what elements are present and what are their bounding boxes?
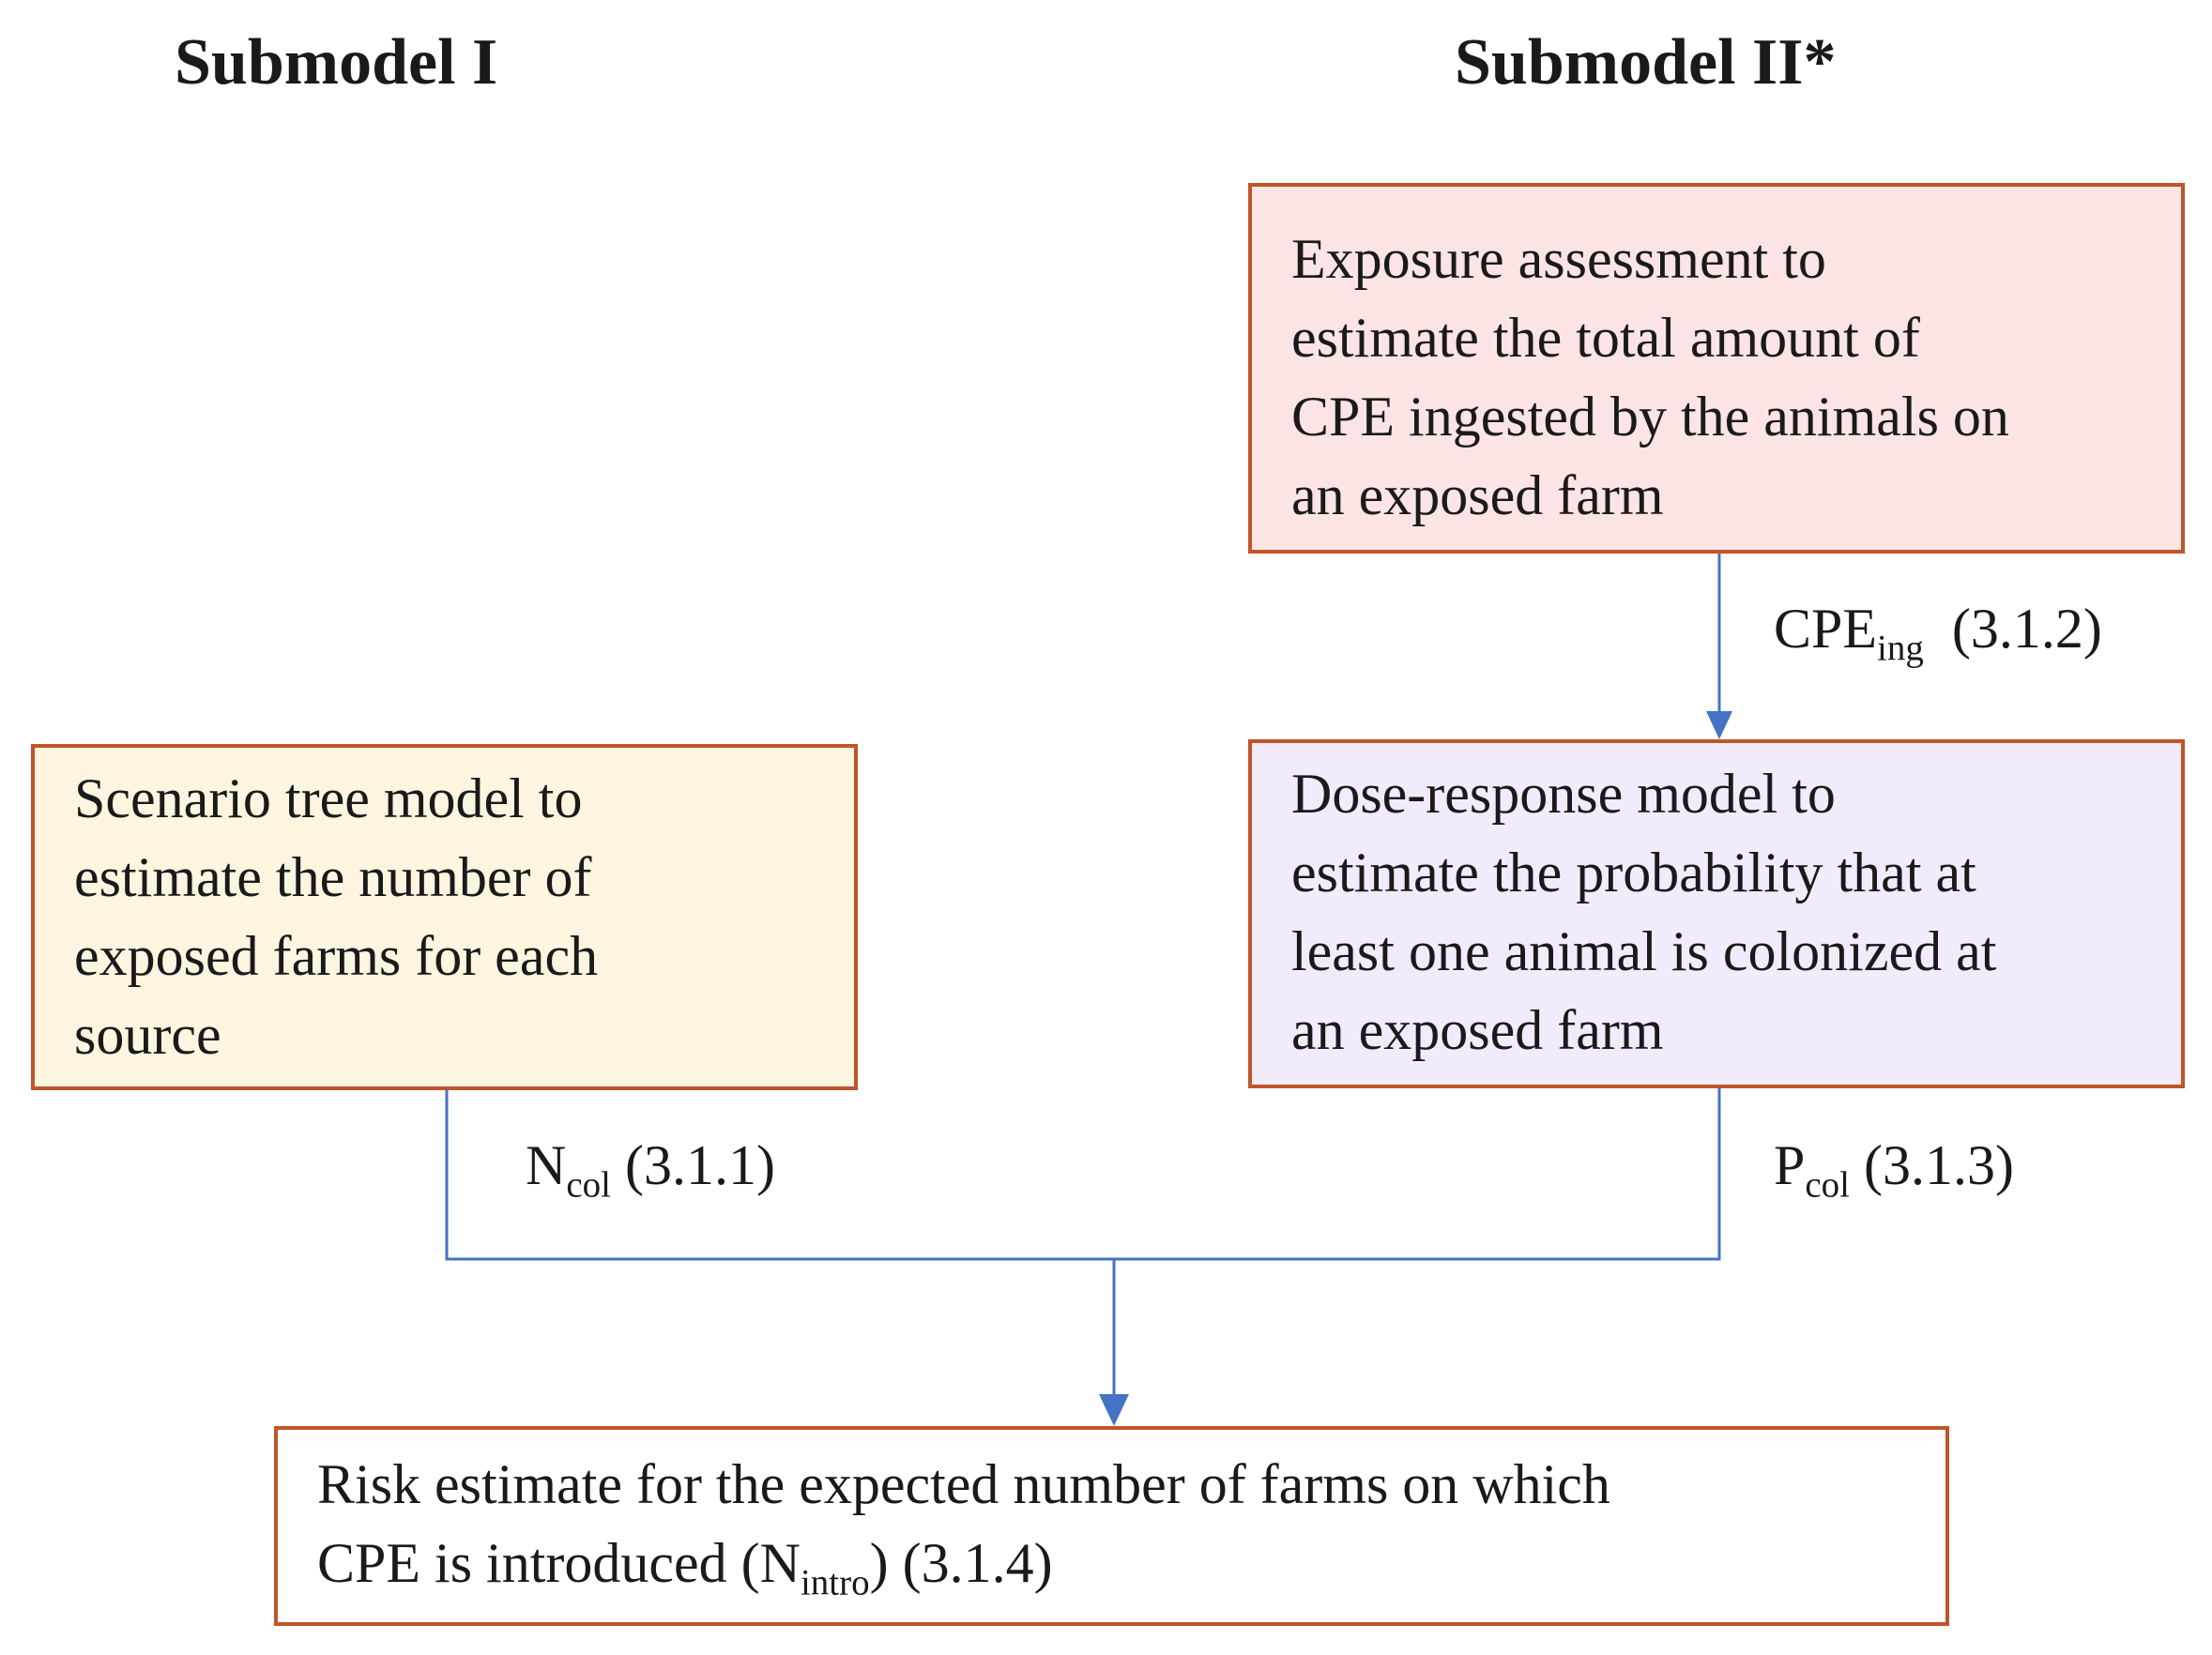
cpe-ing-sub: ing — [1877, 628, 1924, 669]
exposure-line-2: estimate the total amount of — [1291, 307, 1920, 369]
cpe-ing-label: CPEing (3.1.2) — [1774, 598, 2102, 667]
p-col-sub: col — [1805, 1164, 1851, 1206]
dose-line-4: an exposed farm — [1291, 999, 1664, 1061]
p-col-main: P — [1774, 1134, 1806, 1196]
arrowhead-risk — [1099, 1394, 1129, 1426]
p-col-label: Pcol (3.1.3) — [1774, 1134, 2014, 1204]
exposure-line-1: Exposure assessment to — [1291, 228, 1826, 290]
scenario-line-4: source — [74, 1004, 221, 1066]
exposure-line-4: an exposed farm — [1291, 464, 1664, 526]
risk-line-2: CPE is introduced (Nintro) (3.1.4) — [317, 1524, 1945, 1602]
submodel-1-heading: Submodel I — [175, 26, 498, 99]
scenario-line-3: exposed farms for each — [74, 925, 599, 987]
risk-line-2-prefix: CPE is introduced (N — [317, 1532, 801, 1594]
n-col-label: Ncol (3.1.1) — [526, 1134, 775, 1204]
cpe-ing-ref: (3.1.2) — [1951, 598, 2102, 660]
dose-line-1: Dose-response model to — [1291, 763, 1836, 825]
risk-estimate-box: Risk estimate for the expected number of… — [274, 1426, 1949, 1626]
scenario-line-2: estimate the number of — [74, 846, 592, 908]
risk-line-2-sub: intro — [800, 1562, 870, 1603]
scenario-line-1: Scenario tree model to — [74, 767, 583, 829]
risk-line-2-suffix: ) (3.1.4) — [869, 1532, 1053, 1594]
p-col-ref: (3.1.3) — [1864, 1134, 2014, 1196]
arrowhead-dose — [1706, 711, 1732, 739]
cpe-ing-main: CPE — [1774, 598, 1878, 660]
dose-response-box: Dose-response model to estimate the prob… — [1248, 739, 2185, 1088]
risk-line-1: Risk estimate for the expected number of… — [317, 1453, 1610, 1515]
n-col-sub: col — [566, 1164, 611, 1206]
dose-line-3: least one animal is colonized at — [1291, 920, 1997, 982]
exposure-assessment-box: Exposure assessment to estimate the tota… — [1248, 183, 2185, 554]
exposure-line-3: CPE ingested by the animals on — [1291, 386, 2009, 448]
scenario-tree-box: Scenario tree model to estimate the numb… — [31, 744, 858, 1090]
n-col-main: N — [526, 1134, 567, 1196]
dose-line-2: estimate the probability that at — [1291, 842, 1976, 903]
n-col-ref: (3.1.1) — [625, 1134, 775, 1196]
submodel-2-heading: Submodel II* — [1455, 26, 1837, 99]
